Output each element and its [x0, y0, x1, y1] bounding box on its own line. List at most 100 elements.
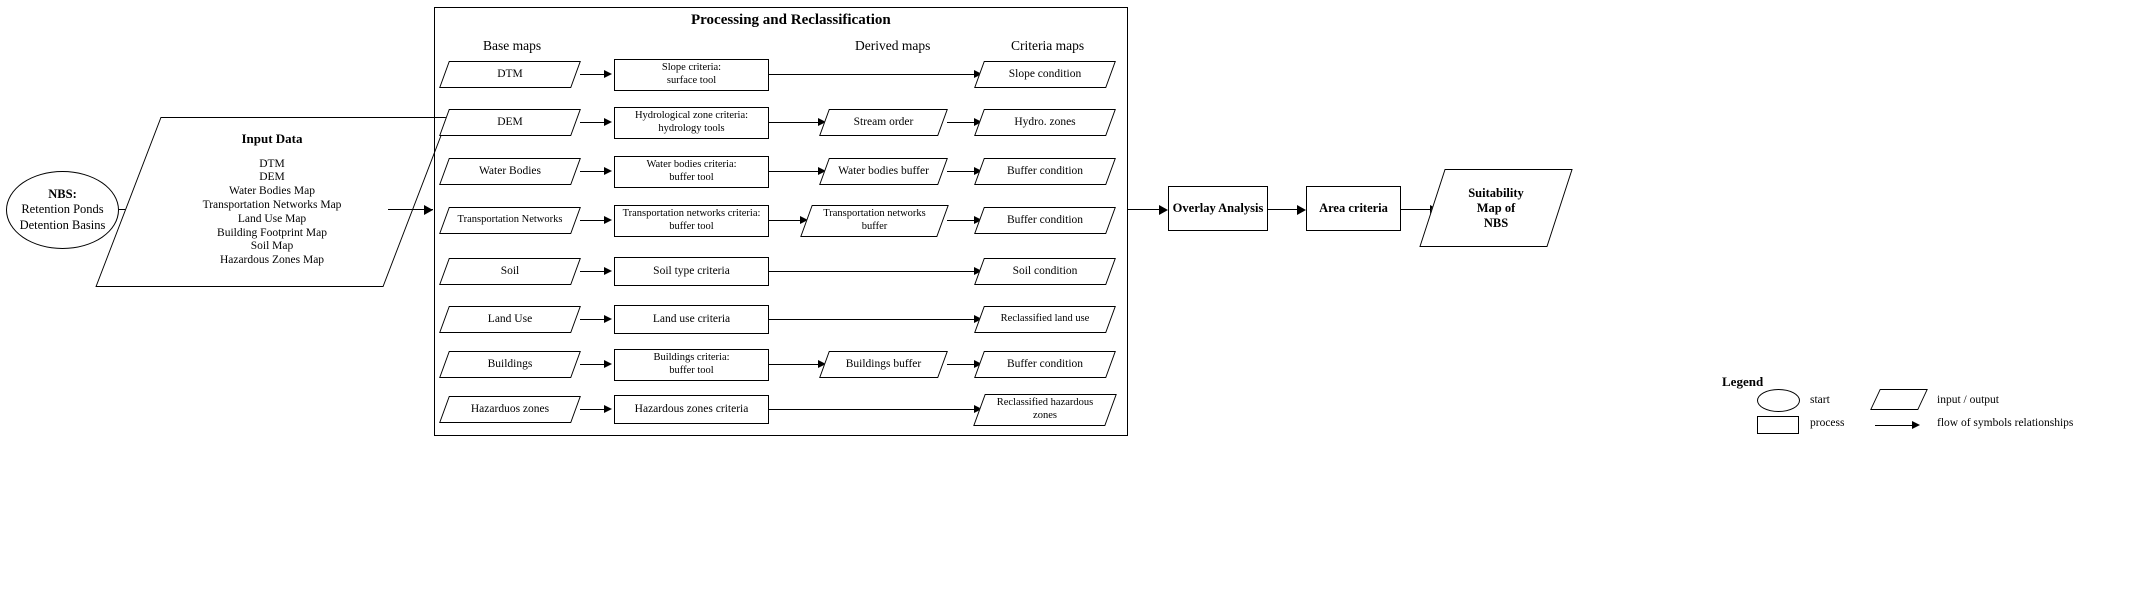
process-label-line-2: buffer tool	[669, 365, 714, 376]
process-label-line-2: surface tool	[666, 75, 717, 86]
base-map-label: Water Bodies	[479, 164, 541, 177]
connector-r4-derived-to-criteria	[947, 220, 977, 222]
suitability-map-label-line-2: Map of	[1476, 200, 1516, 215]
arrowhead-r3-derived	[818, 167, 826, 175]
connector-r1-process-to-criteria	[769, 74, 977, 76]
legend-arrowhead-icon	[1912, 421, 1920, 429]
suitability-map-node: Suitability Map of NBS	[1419, 169, 1573, 247]
input-data-item: Soil Map	[250, 240, 294, 253]
criteria-map-label: Buffer condition	[1006, 357, 1084, 370]
suitability-map-label-line-3: NBS	[1483, 215, 1509, 230]
overlay-analysis-label: Overlay Analysis	[1172, 201, 1264, 215]
process-label-line-1: Transportation networks criteria:	[622, 208, 761, 220]
legend-parallelogram-shape	[1870, 389, 1928, 410]
connector-r6-base-to-process	[580, 319, 607, 321]
connector-r5-process-to-criteria	[769, 271, 977, 273]
connector-r2-base-to-process	[580, 122, 607, 124]
derived-map-label: Buildings buffer	[845, 357, 922, 370]
input-data-title: Input Data	[241, 131, 303, 146]
process-label-line-1: Water bodies criteria:	[646, 159, 737, 171]
arrowhead-overlay-to-area-criteria	[1297, 205, 1306, 215]
criteria-map-label: Reclassified land use	[1000, 313, 1090, 325]
column-header-criteria-maps: Criteria maps	[1011, 38, 1085, 53]
legend-parallelogram-icon	[1870, 389, 1928, 410]
process-label-line-1: Land use criteria	[652, 312, 731, 325]
input-data-item: Transportation Networks Map	[202, 198, 342, 211]
derived-map-label-line-1: Transportation networks	[823, 208, 926, 220]
criteria-map-reclassified-hazardous-zones: Reclassified hazardous zones	[973, 394, 1117, 426]
legend-label-process: process	[1810, 417, 1845, 429]
connector-r7-base-to-process	[580, 364, 607, 366]
base-map-label: Transportation Networks	[457, 214, 563, 226]
process-label-line-1: Slope criteria:	[661, 62, 722, 74]
connector-r6-process-to-criteria	[769, 319, 977, 321]
column-header-base-maps: Base maps	[483, 38, 542, 53]
area-criteria-node: Area criteria	[1306, 186, 1401, 231]
process-label-line-1: Buildings criteria:	[653, 352, 730, 364]
start-node-line-1: Retention Ponds	[21, 202, 104, 217]
base-map-label: Hazarduos zones	[470, 402, 550, 415]
arrowhead-r8-process	[604, 405, 612, 413]
connector-r8-base-to-process	[580, 409, 607, 411]
arrowhead-processing-to-overlay	[1159, 205, 1168, 215]
connector-r3-derived-to-criteria	[947, 171, 977, 173]
derived-map-label-line-2: buffer	[861, 221, 888, 232]
arrowhead-r5-process	[604, 267, 612, 275]
arrowhead-r2-derived	[818, 118, 826, 126]
input-data-item: DTM	[259, 157, 285, 170]
connector-r5-base-to-process	[580, 271, 607, 273]
process-label-line-1: Hydrological zone criteria:	[634, 110, 749, 122]
base-map-water-bodies: Water Bodies	[439, 158, 581, 185]
connector-r8-process-to-criteria	[769, 409, 977, 411]
input-data-item: Land Use Map	[237, 212, 307, 225]
connector-r2-process-to-derived	[769, 122, 821, 124]
connector-r4-process-to-derived	[769, 220, 804, 222]
legend-rectangle-icon	[1757, 416, 1799, 434]
base-map-soil: Soil	[439, 258, 581, 285]
process-hazardous-zones-criteria: Hazardous zones criteria	[614, 395, 769, 424]
legend-label-input-output: input / output	[1937, 394, 1999, 406]
criteria-map-label: Buffer condition	[1006, 164, 1084, 177]
derived-map-label: Stream order	[853, 115, 914, 128]
connector-r1-base-to-process	[580, 74, 607, 76]
legend-arrow-icon	[1875, 425, 1915, 427]
processing-title: Processing and Reclassification	[691, 12, 891, 28]
connector-processing-to-overlay	[1128, 209, 1163, 211]
input-data-item: Building Footprint Map	[217, 226, 327, 239]
input-data-item: Water Bodies Map	[229, 185, 315, 198]
process-hydrological-zone-criteria: Hydrological zone criteria: hydrology to…	[614, 107, 769, 139]
arrowhead-r7-process	[604, 360, 612, 368]
legend-label-flow: flow of symbols relationships	[1937, 417, 2074, 429]
base-map-transportation-networks: Transportation Networks	[439, 207, 581, 234]
process-buildings-criteria: Buildings criteria: buffer tool	[614, 349, 769, 381]
criteria-map-label-line-1: Reclassified hazardous	[996, 397, 1094, 409]
start-node-nbs: NBS: Retention Ponds Detention Basins	[6, 171, 119, 249]
start-node-title: NBS:	[48, 187, 77, 202]
derived-map-label: Water bodies buffer	[838, 164, 929, 177]
input-data-content: Input Data DTM DEM Water Bodies Map Tran…	[128, 117, 416, 301]
process-label-line-2: buffer tool	[669, 221, 714, 232]
input-data-item: DEM	[259, 171, 285, 184]
process-label-line-2: hydrology tools	[658, 123, 725, 134]
arrowhead-r4-process	[604, 216, 612, 224]
connector-r7-derived-to-criteria	[947, 364, 977, 366]
criteria-map-reclassified-land-use: Reclassified land use	[974, 306, 1116, 333]
arrowhead-input-to-processing	[424, 205, 433, 215]
overlay-analysis-node: Overlay Analysis	[1168, 186, 1268, 231]
process-label-line-1: Hazardous zones criteria	[634, 402, 749, 415]
criteria-map-label-line-2: zones	[1033, 410, 1057, 421]
suitability-map-label-line-1: Suitability	[1468, 185, 1524, 200]
derived-map-transportation-networks-buffer: Transportation networks buffer	[800, 205, 949, 237]
start-node-line-2: Detention Basins	[19, 217, 106, 232]
input-data-node: Input Data DTM DEM Water Bodies Map Tran…	[95, 117, 449, 287]
legend-ellipse-icon	[1757, 389, 1800, 412]
base-map-dtm: DTM	[439, 61, 581, 88]
arrowhead-r8-criteria	[974, 405, 982, 413]
connector-overlay-to-area-criteria	[1268, 209, 1301, 211]
legend-title: Legend	[1722, 374, 1764, 389]
connector-r3-process-to-derived	[769, 171, 821, 173]
base-map-hazardous-zones: Hazarduos zones	[439, 396, 581, 423]
arrowhead-r2-process	[604, 118, 612, 126]
derived-map-water-bodies-buffer: Water bodies buffer	[819, 158, 948, 185]
process-label-line-1: Soil type criteria	[653, 264, 730, 277]
